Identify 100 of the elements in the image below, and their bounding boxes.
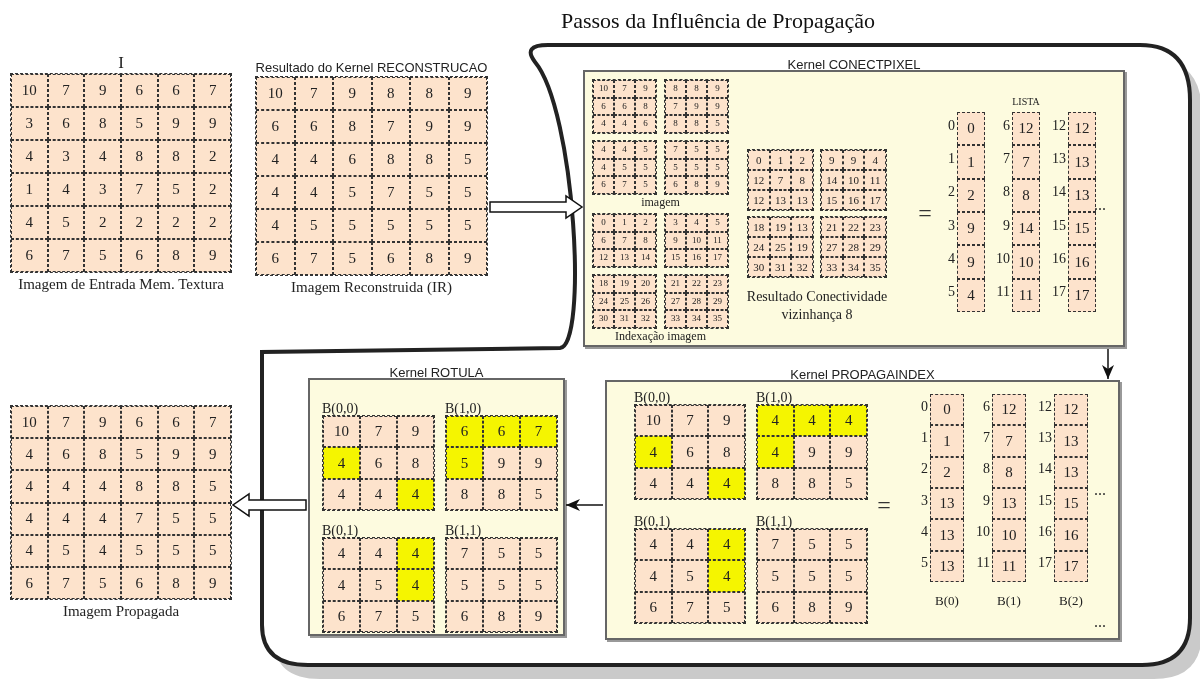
grid-cell: 6 (446, 416, 483, 448)
grid-cell: 31 (769, 257, 792, 277)
grid-cell: 10 (635, 405, 672, 437)
grid-cell: 5 (686, 158, 707, 177)
grid-cell: 17 (1054, 550, 1088, 582)
grid-cell: 24 (593, 292, 614, 311)
index-number: 9 (983, 493, 990, 508)
list-caption: B(0) (934, 594, 960, 607)
grid-cell: 8 (1012, 178, 1040, 212)
grid-cell: 5 (635, 141, 656, 159)
grid-cell: 4 (614, 115, 635, 133)
grid-cell: 7 (614, 231, 635, 250)
index-number: 12 (1052, 118, 1066, 133)
grid-cell: 9 (448, 110, 487, 143)
grid-cell: 8 (84, 438, 121, 471)
block-label: B(1,1) (756, 515, 793, 529)
grid-cell: 30 (748, 257, 770, 277)
grid-cell: 5 (47, 534, 85, 567)
grid-cell: 9 (84, 406, 121, 439)
symbol-label: = (877, 493, 891, 517)
grid-cell: 3 (11, 107, 48, 140)
grid-cell: 6 (121, 406, 158, 439)
grid-cell: 7 (769, 170, 792, 190)
arrow (1102, 348, 1114, 380)
grid-cell: 4 (256, 143, 295, 176)
index-number: 7 (983, 431, 990, 445)
grid-cell: 2 (194, 140, 231, 173)
grid-cell: 8 (371, 143, 410, 176)
index-number: 9 (1003, 218, 1010, 233)
grid-cell: 7 (665, 141, 686, 159)
grid-cell: 8 (757, 467, 794, 499)
grid-cell: 22 (686, 275, 707, 293)
grid-cell: 5 (520, 478, 557, 510)
grid-cell: 4 (84, 502, 121, 535)
block-label: B(0,0) (634, 391, 671, 405)
grid-cell: 5 (84, 239, 121, 272)
grid-cell: 12 (1068, 112, 1096, 146)
grid-cell: 12 (992, 394, 1026, 426)
grid-cell: 10 (842, 170, 865, 190)
grid-cell: 25 (769, 237, 792, 257)
grid-cell: 4 (957, 278, 985, 312)
grid-cell: 4 (11, 534, 48, 567)
grid-cell: 5 (707, 141, 728, 159)
grid-cell: 9 (157, 438, 195, 471)
grid-cell: 7 (194, 74, 231, 107)
grid-cell: 13 (769, 190, 792, 210)
grid-cell: 5 (686, 141, 707, 159)
grid-cell: 9 (830, 591, 867, 623)
grid-cell: 16 (1068, 245, 1096, 279)
grid-cell: 9 (635, 80, 656, 98)
index-number: 17 (1038, 556, 1052, 571)
grid-cell: 4 (323, 478, 360, 510)
grid-cell: 6 (333, 143, 372, 176)
grid-cell: 14 (635, 249, 656, 267)
grid-cell: 5 (446, 569, 483, 601)
grid-cell: 9 (707, 80, 728, 98)
grid-cell: 4 (830, 405, 867, 437)
grid-cell: 4 (708, 529, 745, 561)
grid-cell: 4 (757, 405, 794, 437)
grid-cell: 23 (864, 217, 886, 237)
grid-cell: 1 (930, 425, 964, 457)
grid-cell: 16 (686, 249, 707, 267)
grid-cell: 4 (294, 176, 333, 209)
grid-cell: 8 (410, 242, 449, 275)
grid-cell: 13 (1068, 178, 1096, 212)
hollow-arrow (231, 492, 307, 518)
index-number: 1 (921, 431, 928, 445)
grid-cell: 2 (157, 206, 195, 239)
block-caption: imagem (640, 195, 681, 210)
grid-cell: 5 (671, 560, 709, 592)
grid-cell: 9 (707, 97, 728, 116)
grid-cell: 7 (47, 566, 85, 599)
grid-cell: 9 (957, 245, 985, 279)
grid-cell: 5 (520, 569, 557, 601)
grid-cell: 5 (194, 534, 231, 567)
grid-cell: 2 (194, 206, 231, 239)
grid-cell: 8 (708, 436, 745, 468)
grid-cell: 9 (821, 150, 843, 170)
grid-cell: 5 (448, 176, 487, 209)
grid-cell: 7 (671, 405, 709, 437)
index-number: 14 (1038, 462, 1052, 477)
grid-cell: 12 (1012, 112, 1040, 146)
grid-cell: 0 (957, 112, 985, 146)
grid-cell: 10 (323, 416, 360, 448)
grid-cell: 12 (1054, 394, 1088, 426)
grid-cell: 6 (614, 97, 635, 116)
grid-cell: 8 (686, 176, 707, 194)
grid-cell: 4 (397, 569, 434, 601)
symbol-label: ... (1094, 482, 1106, 498)
grid-cell: 5 (483, 569, 520, 601)
grid-cell: 8 (410, 77, 449, 110)
grid-cell: 5 (707, 214, 728, 232)
grid-cell: 30 (593, 310, 614, 328)
grid-cell: 17 (707, 249, 728, 267)
grid-cell: 17 (864, 190, 886, 210)
grid-cell: 15 (1068, 212, 1096, 246)
block-label: B(1,0) (756, 391, 793, 405)
grid-cell: 8 (483, 478, 520, 510)
grid-cell: 5 (448, 209, 487, 242)
index-number: 5 (921, 556, 928, 571)
